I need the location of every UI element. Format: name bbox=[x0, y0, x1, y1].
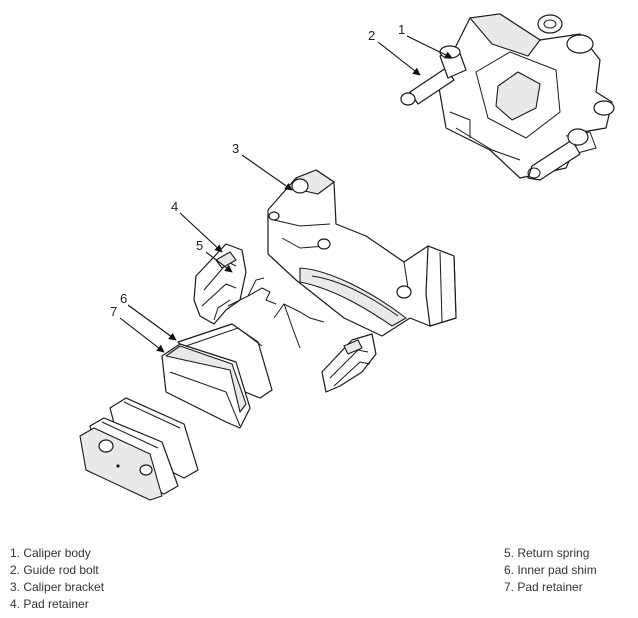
caliper-bracket bbox=[267, 169, 457, 337]
exploded-brake-caliper-diagram: 1 2 3 4 5 6 7 bbox=[79, 13, 615, 501]
pad-retainer-right bbox=[321, 333, 377, 393]
callout-1: 1 bbox=[398, 22, 405, 37]
guide-rod-bolt bbox=[400, 45, 467, 106]
callout-2: 2 bbox=[368, 28, 375, 43]
legend-item-pad-retainer-7: 7. Pad retainer bbox=[504, 580, 583, 594]
legend-item-caliper-body: 1. Caliper body bbox=[10, 546, 91, 560]
caliper-body bbox=[437, 13, 615, 181]
parts-legend-left: 1. Caliper body 2. Guide rod bolt 3. Cal… bbox=[10, 545, 104, 613]
callout-6: 6 bbox=[120, 291, 127, 306]
legend-item-inner-pad-shim: 6. Inner pad shim bbox=[504, 563, 597, 577]
callout-3: 3 bbox=[232, 141, 239, 156]
inner-brake-pad bbox=[161, 343, 251, 429]
legend-item-pad-retainer: 4. Pad retainer bbox=[10, 597, 89, 611]
outer-brake-pad bbox=[79, 397, 199, 501]
pad-retainer-upper bbox=[193, 243, 247, 325]
callout-5: 5 bbox=[196, 238, 203, 253]
callout-7: 7 bbox=[110, 304, 117, 319]
legend-item-guide-rod-bolt: 2. Guide rod bolt bbox=[10, 563, 99, 577]
parts-legend-right: 5. Return spring 6. Inner pad shim 7. Pa… bbox=[504, 545, 597, 596]
callout-leaders bbox=[119, 35, 453, 353]
legend-item-return-spring: 5. Return spring bbox=[504, 546, 590, 560]
legend-item-caliper-bracket: 3. Caliper bracket bbox=[10, 580, 105, 594]
callout-4: 4 bbox=[171, 199, 178, 214]
return-spring bbox=[227, 277, 325, 349]
